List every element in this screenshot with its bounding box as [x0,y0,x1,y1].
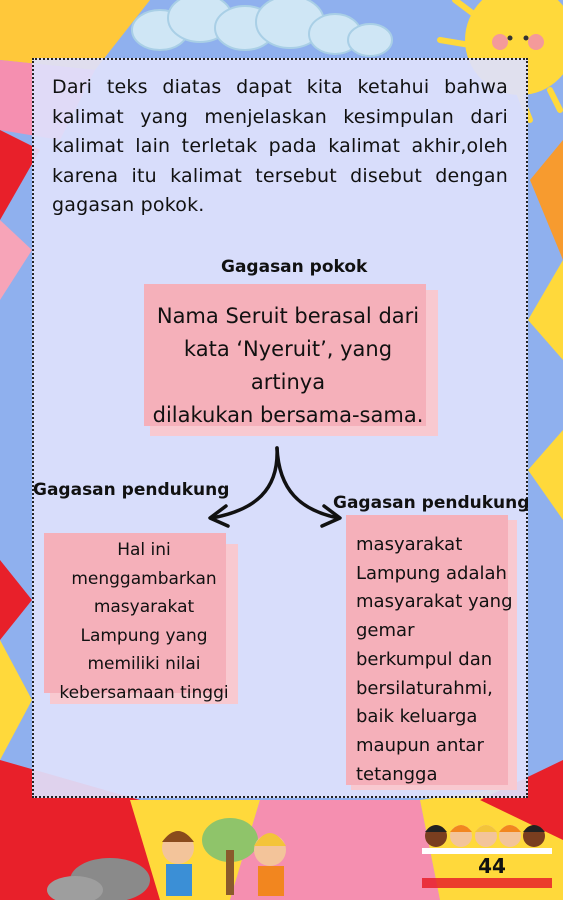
supporting-line: kebersamaan tinggi [59,682,229,703]
main-idea-line: kata ‘Nyeruit’, yang artinya [183,337,393,394]
main-idea-label: Gagasan pokok [221,257,368,277]
supporting-box-left [44,533,226,693]
supporting-idea-label-left: Gagasan pendukung [33,480,230,500]
supporting-line: bersilaturahmi, [356,677,493,699]
supporting-line: menggambarkan [71,568,217,589]
branch-arrows-icon [208,446,342,528]
supporting-line: masyarakat [93,597,195,617]
supporting-idea-label-right: Gagasan pendukung [333,493,530,513]
main-idea-text: Nama Seruit berasal dari kata ‘Nyeruit’,… [144,300,432,432]
main-idea-box [144,284,426,426]
supporting-line: masyarakat yang [356,591,513,613]
supporting-line: gemar [356,620,415,642]
supporting-line: Lampung yang [80,625,208,646]
supporting-line: Lampung adalah [356,562,507,584]
supporting-line: maupun antar [356,734,484,756]
supporting-line: baik keluarga [356,706,478,728]
supporting-line: tetangga [356,763,438,785]
supporting-line: masyarakat [356,534,463,555]
supporting-text-left: Hal ini menggambarkan masyarakat Lampung… [48,536,240,707]
supporting-line: Hal ini [117,540,171,560]
supporting-line: memiliki nilai [87,654,201,674]
supporting-text-right: masyarakat Lampung adalah masyarakat yan… [356,531,526,789]
supporting-line: berkumpul dan [356,648,493,670]
main-idea-line: Nama Seruit berasal dari [156,304,420,328]
intro-paragraph: Dari teks diatas dapat kita ketahui bahw… [52,76,508,216]
main-idea-line: dilakukan bersama-sama. [152,403,424,427]
supporting-box-right [346,515,508,785]
page-number: 44 [478,854,506,878]
